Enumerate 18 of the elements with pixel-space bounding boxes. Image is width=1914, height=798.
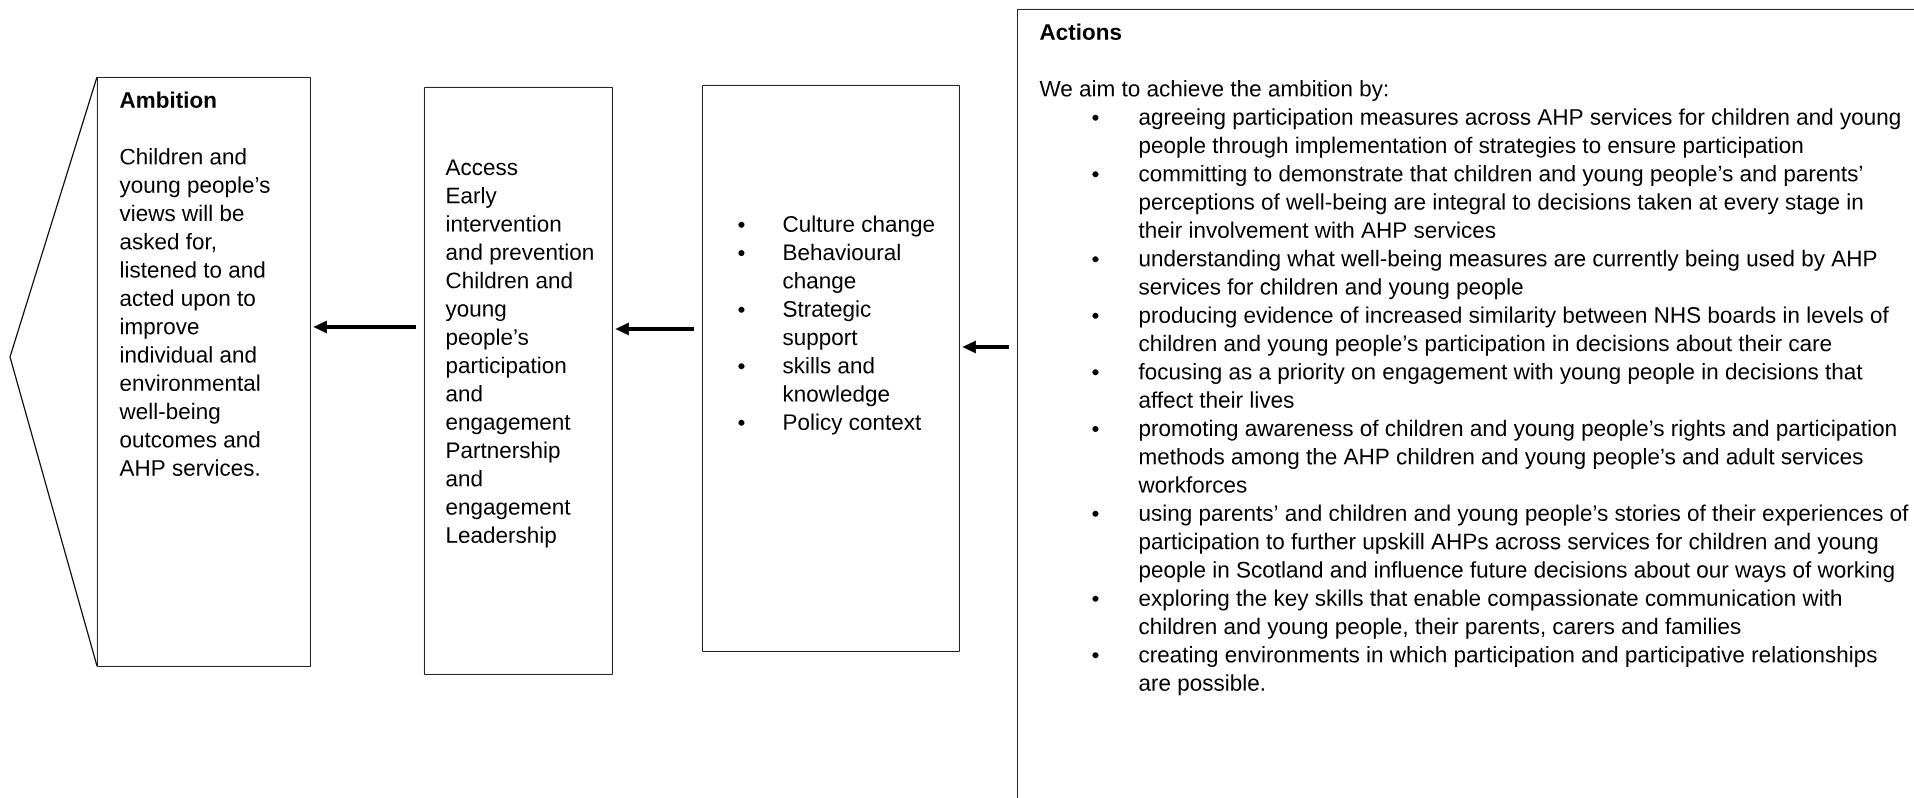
body-text: Children and young people’s views will be asked for, listened to and acted upon to improve individual and environmental well-being outcomes and AHP services. bbox=[119, 148, 270, 476]
process-box bbox=[702, 85, 960, 652]
ambition-box bbox=[9, 76, 311, 667]
list-item: skills and knowledge bbox=[783, 356, 889, 407]
list-item: Early intervention and prevention bbox=[446, 186, 593, 265]
heading: Actions bbox=[1040, 23, 1122, 40]
list-item: Policy context bbox=[784, 413, 922, 435]
list-item: creating environments in which participation and participative relationships are possible. bbox=[1139, 646, 1877, 696]
list-item: Access bbox=[445, 159, 518, 176]
actions-box bbox=[1017, 9, 1914, 798]
list-item: Culture change bbox=[783, 215, 934, 237]
list-item: Behavioural change bbox=[783, 243, 900, 294]
intro-text: We aim to achieve the ambition by: bbox=[1039, 80, 1388, 102]
process-box bbox=[424, 87, 613, 675]
list-item: Leadership bbox=[447, 526, 556, 548]
list-item: Partnership and engagement bbox=[446, 441, 571, 520]
list-item: Children and young people’s participation and engagement bbox=[445, 271, 572, 435]
heading: Ambition bbox=[120, 91, 216, 108]
